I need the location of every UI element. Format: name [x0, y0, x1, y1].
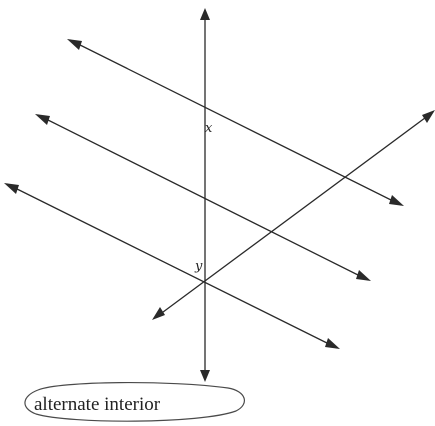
line-parallel-bottom — [4, 183, 340, 349]
line-parallel-top — [67, 39, 404, 206]
angle-label-y: y — [194, 259, 203, 274]
line-parallel-middle — [35, 114, 371, 281]
line-vertical-transversal — [200, 8, 210, 382]
answer-circle — [24, 381, 245, 422]
line-diagonal-transversal — [152, 110, 435, 320]
answer-annotation: alternate interior — [24, 381, 245, 422]
angle-label-x: x — [205, 121, 213, 136]
answer-text: alternate interior — [34, 394, 161, 415]
